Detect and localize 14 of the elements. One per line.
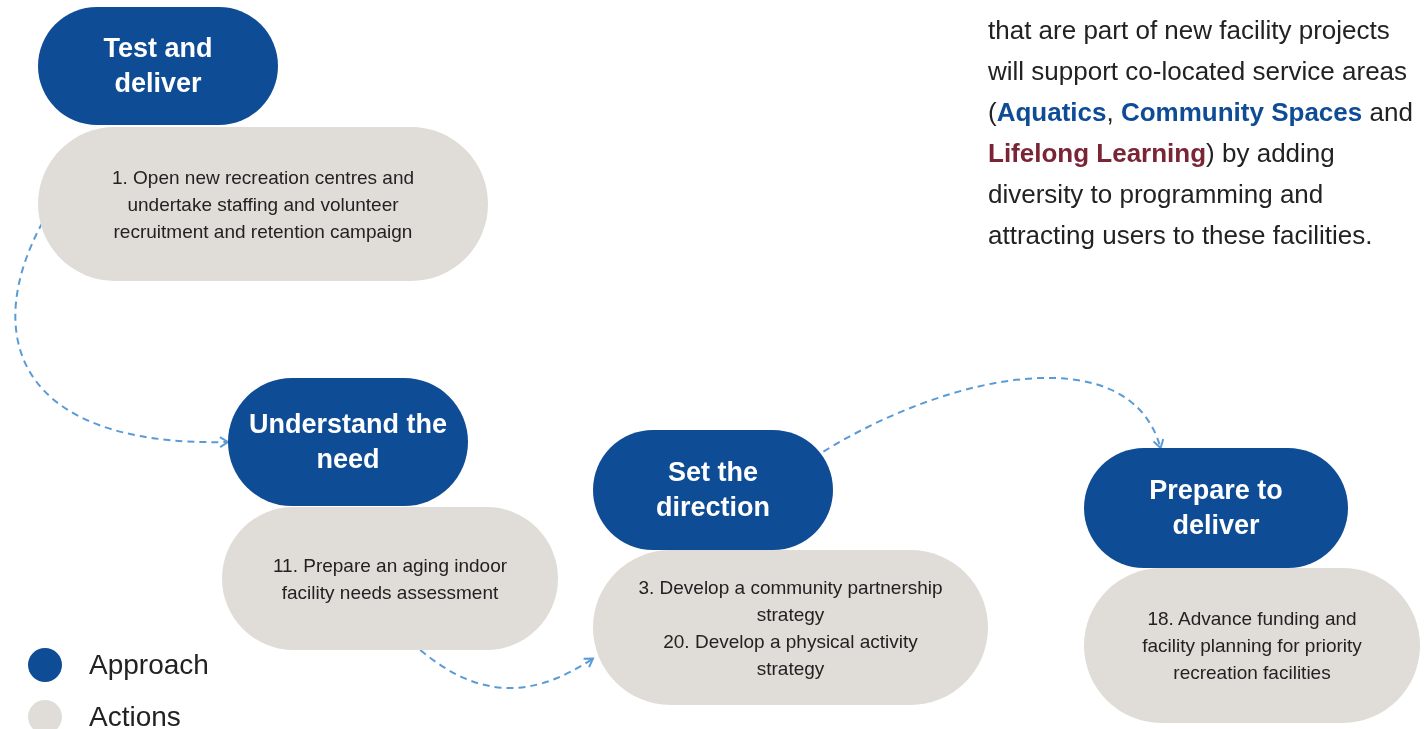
approach-title: Understand the need (248, 408, 448, 476)
legend-label: Approach (89, 649, 209, 681)
dashed-arrow (822, 377, 1164, 453)
approach-title: Test and deliver (102, 32, 214, 100)
approach-title: Set the direction (655, 456, 771, 524)
dashed-arrow (419, 649, 594, 689)
action-text: 11. Prepare an aging indoor facility needs assessment (271, 553, 509, 605)
legend-label: Actions (89, 701, 181, 729)
approach-title: Prepare to deliver (1148, 474, 1284, 542)
action-text: 20. Develop a physical activity strategy (662, 629, 919, 681)
description-paragraph: that are part of new facility projects will support co-located service areas (Aquatics, Community Spaces and Lifelong Learning) by adding diversity to programming and attracting users to these facilities. (988, 14, 1414, 252)
action-text: 3. Develop a community partnership strategy (637, 575, 944, 627)
action-text: 18. Advance funding and facility planning for priority recreation facilities (1141, 607, 1363, 685)
action-text: 1. Open new recreation centres and undertake staffing and volunteer recruitment and retention campaign (110, 165, 416, 244)
